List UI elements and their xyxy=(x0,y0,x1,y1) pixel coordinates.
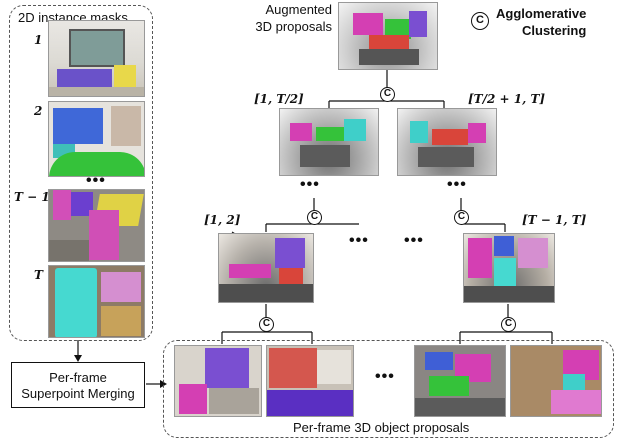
proposal-image-first-half xyxy=(279,108,379,176)
legend-cluster-symbol: C xyxy=(471,12,489,30)
proposal-image-frames-1-2 xyxy=(218,233,314,303)
per-frame-proposal-2 xyxy=(266,345,354,417)
cluster-node-mid-right: C xyxy=(454,210,469,225)
range-label-mid-left: [1, 2] xyxy=(204,213,241,227)
instance-masks-panel xyxy=(9,5,153,341)
cluster-node-top: C xyxy=(380,87,395,102)
augmented-title-line-1: Augmented xyxy=(265,2,333,17)
merge-box-line-1: Per-frame xyxy=(49,370,107,385)
ellipsis-row3-left: ••• xyxy=(349,232,369,249)
frame-label-t: T xyxy=(34,268,43,282)
augmented-proposal-image xyxy=(338,2,438,70)
frame-thumbnail-1 xyxy=(48,20,145,97)
cluster-node-bottom-right: C xyxy=(501,317,516,332)
ellipsis-mid-left: ••• xyxy=(300,176,320,193)
range-label-top-right: [T/2 + 1, T] xyxy=(468,92,546,106)
frame-label-1: 1 xyxy=(34,33,43,47)
range-label-mid-right: [T − 1, T] xyxy=(522,213,587,227)
augmented-title-line-2: 3D proposals xyxy=(255,19,332,34)
legend-line-1: Agglomerative xyxy=(496,6,587,21)
ellipsis-mid-right: ••• xyxy=(447,176,467,193)
proposal-image-second-half xyxy=(397,108,497,176)
per-frame-proposal-t xyxy=(510,345,602,417)
frame-thumbnail-2 xyxy=(48,101,145,177)
frame-thumbnail-t-minus-1 xyxy=(48,189,145,262)
cluster-node-mid-left: C xyxy=(307,210,322,225)
ellipsis-bottom: ••• xyxy=(375,368,395,385)
per-frame-proposal-t-minus-1 xyxy=(414,345,506,417)
range-label-top-left: [1, T/2] xyxy=(254,92,304,106)
cluster-node-bottom-left: C xyxy=(259,317,274,332)
per-frame-proposal-1 xyxy=(174,345,262,417)
per-frame-proposals-panel xyxy=(163,340,614,438)
frame-label-t-minus-1: T − 1 xyxy=(14,190,50,204)
ellipsis-row3-right: ••• xyxy=(404,232,424,249)
superpoint-merging-box: Per-frame Superpoint Merging xyxy=(11,362,145,408)
merge-box-line-2: Superpoint Merging xyxy=(21,386,135,401)
frame-thumbnail-t xyxy=(48,265,145,338)
per-frame-proposals-caption: Per-frame 3D object proposals xyxy=(293,420,470,435)
frames-ellipsis: ••• xyxy=(86,172,106,189)
frame-label-2: 2 xyxy=(34,104,43,118)
legend-line-2: Clustering xyxy=(522,23,587,38)
proposal-image-frames-last xyxy=(463,233,555,303)
